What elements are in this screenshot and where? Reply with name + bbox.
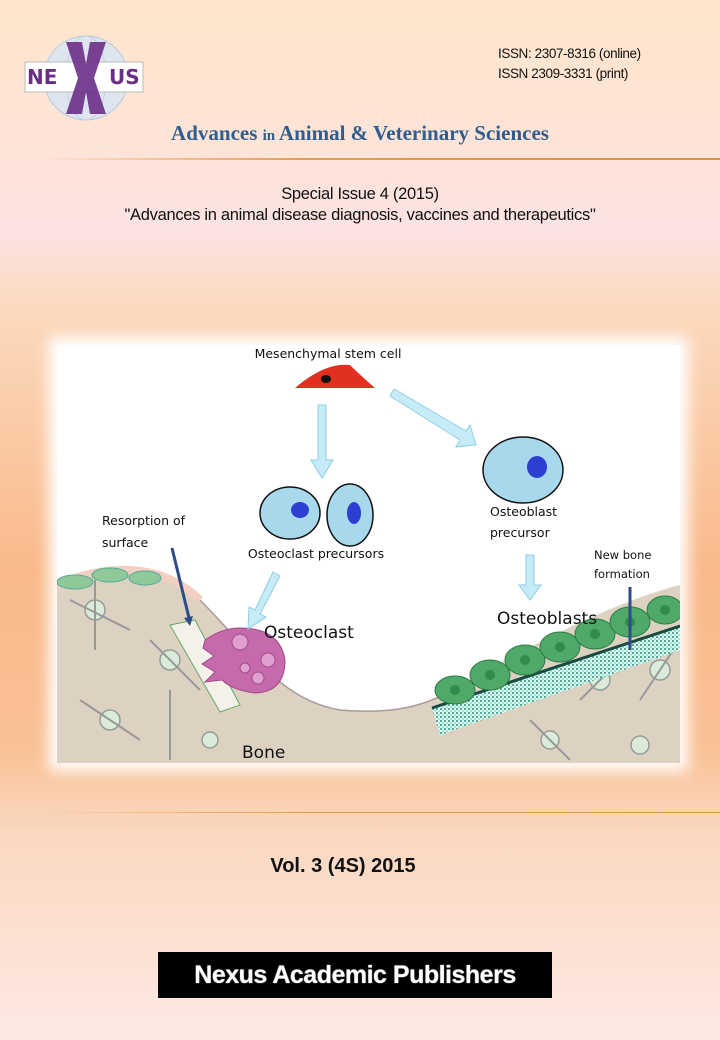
journal-title-part: Advances: [171, 121, 263, 145]
label-new-bone: formation: [594, 567, 650, 581]
issn-online: ISSN: 2307-8316 (online): [498, 46, 641, 61]
journal-title: Advances in Animal & Veterinary Sciences: [0, 121, 720, 146]
lining-cells: [56, 567, 162, 590]
resorption-pointer: [170, 547, 192, 623]
label-new-bone: New bone: [594, 548, 651, 562]
label-osteoclast-precursors: Osteoclast precursors: [248, 546, 384, 561]
logo-x-mark: [66, 42, 106, 114]
volume-label: Vol. 3 (4S) 2015: [270, 855, 416, 877]
label-osteoblasts: Osteoblasts: [497, 609, 597, 629]
special-issue-number: Special Issue 4 (2015): [281, 185, 439, 203]
issn-block: ISSN: 2307-8316 (online) ISSN 2309-3331 …: [498, 44, 641, 84]
label-mesenchymal: Mesenchymal stem cell: [255, 346, 402, 361]
arrow-down: [518, 554, 542, 601]
label-osteoclast: Osteoclast: [264, 623, 354, 643]
svg-text:US: US: [109, 65, 140, 89]
publisher-logo: NE US: [22, 34, 148, 122]
special-issue-title: "Advances in animal disease diagnosis, v…: [124, 206, 596, 224]
issn-print: ISSN 2309-3331 (print): [498, 66, 629, 81]
label-resorption: surface: [102, 535, 149, 550]
special-issue: Special Issue 4 (2015) "Advances in anim…: [0, 184, 720, 226]
publisher-banner: Nexus Academic Publishers: [158, 952, 552, 998]
new-bone-matrix: [432, 626, 680, 735]
label-osteoblast-precursor: precursor: [490, 525, 551, 540]
label-osteoblast-precursor: Osteoblast: [490, 504, 557, 519]
arrow-down: [310, 404, 334, 479]
bone-region: [57, 569, 680, 763]
arrow-diagonal: [389, 388, 477, 448]
bone-remodeling-figure: Mesenchymal stem cell Osteoclast precurs…: [55, 345, 684, 763]
svg-text:NE: NE: [27, 65, 57, 89]
divider: [40, 812, 720, 813]
arrow-down: [247, 571, 281, 630]
mesenchymal-cell: [295, 364, 375, 388]
journal-title-part: Animal & Veterinary Sciences: [278, 121, 549, 145]
divider: [40, 158, 720, 160]
journal-title-part: in: [262, 128, 279, 144]
label-resorption: Resorption of: [102, 513, 186, 528]
label-bone: Bone: [242, 743, 285, 763]
